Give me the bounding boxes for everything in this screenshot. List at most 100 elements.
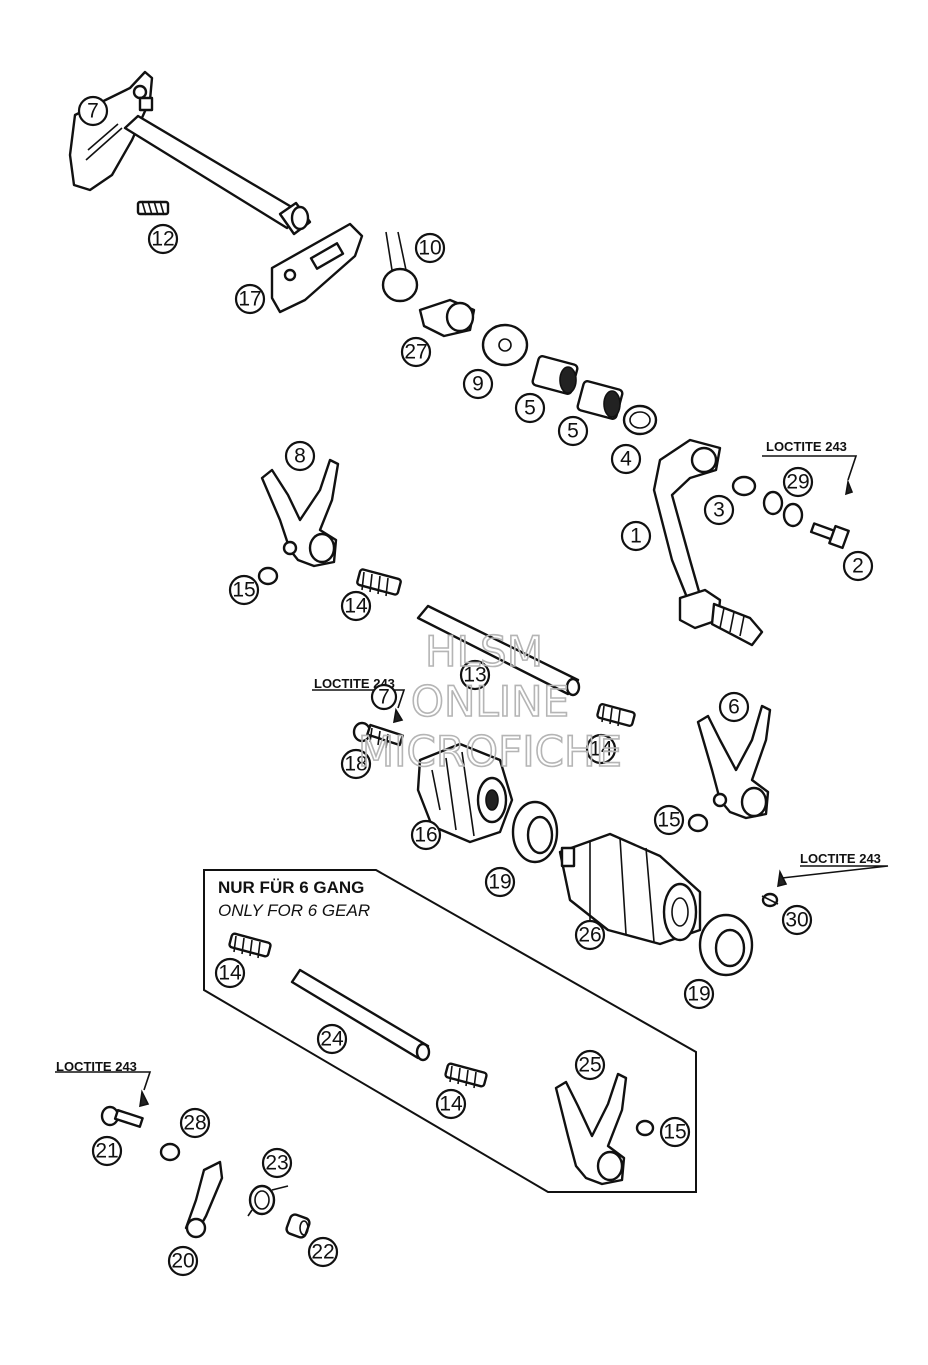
- part-fork-25[interactable]: [554, 1072, 628, 1186]
- callout[interactable]: 21: [91, 1135, 123, 1167]
- callout[interactable]: 15: [653, 804, 685, 836]
- part-bearing-5b[interactable]: [576, 380, 624, 420]
- svg-text:9: 9: [472, 373, 484, 396]
- callout[interactable]: 2: [842, 550, 874, 582]
- part-rod-13[interactable]: [416, 604, 581, 697]
- part-washer-29[interactable]: [762, 490, 804, 528]
- svg-text:12: 12: [151, 228, 174, 251]
- callout[interactable]: 5: [557, 415, 589, 447]
- svg-text:22: 22: [311, 1241, 334, 1264]
- part-seal-4[interactable]: [622, 404, 658, 436]
- callout[interactable]: 8: [284, 440, 316, 472]
- part-bolt-2[interactable]: [809, 522, 850, 550]
- callout[interactable]: 27: [400, 336, 432, 368]
- callout[interactable]: 12: [147, 223, 179, 255]
- part-lever-20[interactable]: [184, 1160, 224, 1239]
- callout[interactable]: 23: [261, 1147, 293, 1179]
- callout[interactable]: 6: [718, 691, 750, 723]
- part-bolt-30[interactable]: [761, 892, 779, 908]
- callout[interactable]: 25: [574, 1049, 606, 1081]
- callout[interactable]: 16: [410, 819, 442, 851]
- svg-text:14: 14: [589, 738, 613, 761]
- callout[interactable]: 19: [683, 978, 715, 1010]
- svg-text:14: 14: [439, 1093, 463, 1116]
- callout[interactable]: 1: [620, 520, 652, 552]
- svg-text:10: 10: [418, 237, 441, 260]
- callout[interactable]: 14: [214, 957, 246, 989]
- part-fork-8[interactable]: [260, 458, 340, 568]
- part-lever-17[interactable]: [270, 222, 364, 314]
- part-bearing-5a[interactable]: [531, 355, 579, 395]
- svg-text:19: 19: [687, 983, 710, 1006]
- callout[interactable]: 4: [610, 443, 642, 475]
- svg-text:13: 13: [463, 664, 486, 687]
- part-washer-28[interactable]: [159, 1142, 181, 1162]
- callout[interactable]: 19: [484, 866, 516, 898]
- svg-text:8: 8: [294, 445, 306, 468]
- callout[interactable]: 14: [435, 1088, 467, 1120]
- part-spring-14c[interactable]: [228, 932, 272, 959]
- svg-text:15: 15: [657, 809, 680, 832]
- part-ring-10[interactable]: [381, 267, 419, 303]
- part-spring-14d[interactable]: [444, 1062, 488, 1089]
- callout[interactable]: 7: [77, 95, 109, 127]
- part-bushing-15c[interactable]: [635, 1119, 655, 1137]
- part-spring-14a[interactable]: [356, 568, 402, 597]
- callout[interactable]: 24: [316, 1023, 348, 1055]
- callout[interactable]: 18: [340, 748, 372, 780]
- callout[interactable]: 9: [462, 368, 494, 400]
- part-spring-12[interactable]: [136, 200, 170, 216]
- callout[interactable]: 13: [459, 659, 491, 691]
- callout[interactable]: 28: [179, 1107, 211, 1139]
- callout[interactable]: 3: [703, 494, 735, 526]
- part-drum-26[interactable]: [558, 832, 702, 946]
- svg-text:18: 18: [344, 753, 367, 776]
- loctite-note-3: LOCTITE 243: [800, 851, 881, 866]
- part-spring-23[interactable]: [247, 1184, 289, 1217]
- part-star-16[interactable]: [416, 742, 514, 844]
- part-shift-shaft[interactable]: [68, 70, 312, 236]
- svg-text:7: 7: [87, 100, 99, 123]
- part-bolt-18[interactable]: [352, 721, 404, 749]
- leader-loctite-3: [781, 865, 889, 879]
- part-washer-9[interactable]: [481, 323, 529, 367]
- callouts: 7 12 10 17 27 9 5 5 4 8 3 29 1 2 15 14 1…: [77, 95, 874, 1277]
- part-bushing-15b[interactable]: [687, 813, 709, 833]
- callout[interactable]: 15: [228, 574, 260, 606]
- part-washer-3[interactable]: [731, 475, 757, 497]
- svg-text:20: 20: [171, 1250, 194, 1273]
- part-bearing-19b[interactable]: [698, 913, 754, 977]
- svg-text:15: 15: [663, 1121, 686, 1144]
- part-fork-6[interactable]: [696, 704, 772, 820]
- callout[interactable]: 14: [340, 590, 372, 622]
- callout[interactable]: 14: [585, 733, 617, 765]
- svg-text:28: 28: [183, 1112, 206, 1135]
- callout[interactable]: 20: [167, 1245, 199, 1277]
- callout[interactable]: 22: [307, 1236, 339, 1268]
- svg-text:19: 19: [488, 871, 511, 894]
- part-bushing-15a[interactable]: [257, 566, 279, 586]
- leader-loctite-4: [55, 1071, 152, 1091]
- part-bushing-27[interactable]: [418, 298, 476, 338]
- part-bearing-19a[interactable]: [511, 800, 559, 864]
- callout[interactable]: 7: [370, 683, 398, 711]
- part-bushing-22[interactable]: [285, 1213, 311, 1239]
- callout[interactable]: 5: [514, 392, 546, 424]
- callout[interactable]: 26: [574, 919, 606, 951]
- callout[interactable]: 15: [659, 1116, 691, 1148]
- svg-text:7: 7: [378, 686, 390, 709]
- callout[interactable]: 29: [782, 466, 814, 498]
- part-bolt-21[interactable]: [100, 1105, 144, 1128]
- svg-text:27: 27: [404, 341, 427, 364]
- part-shift-lever-1[interactable]: [652, 438, 764, 647]
- callout[interactable]: 17: [234, 283, 266, 315]
- part-spring-14b[interactable]: [596, 703, 636, 727]
- callout[interactable]: 30: [781, 904, 813, 936]
- six-gear-title: NUR FÜR 6 GANG: [218, 878, 364, 897]
- watermark-line-1: HLSM: [425, 627, 543, 676]
- callout[interactable]: 10: [414, 232, 446, 264]
- svg-text:30: 30: [785, 909, 808, 932]
- svg-text:3: 3: [713, 499, 725, 522]
- svg-text:16: 16: [414, 824, 437, 847]
- part-rod-24[interactable]: [290, 968, 431, 1062]
